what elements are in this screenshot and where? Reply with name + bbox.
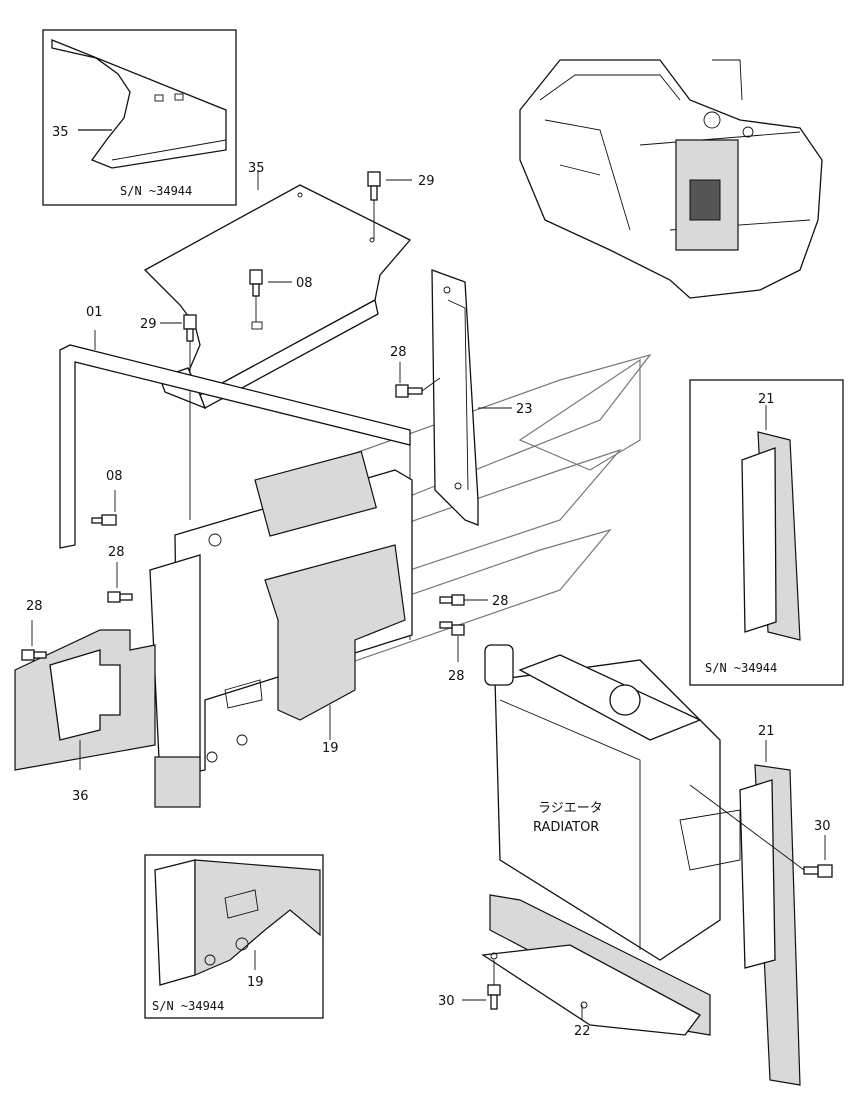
inset-top-part-label: 35	[52, 125, 69, 140]
part-36-seal: 36 28	[14, 599, 156, 804]
excavator-illustration	[519, 59, 823, 299]
inset-top-serial: S/N ~34944	[120, 184, 192, 198]
part-28-label-far-left: 28	[26, 599, 43, 614]
inset-top-left: 35 S/N ~34944	[42, 29, 237, 206]
part-21-label: 21	[758, 724, 775, 739]
part-30-label-bottom: 30	[438, 994, 455, 1009]
part-22-base: 22 30	[438, 894, 711, 1039]
inset-right-serial: S/N ~34944	[705, 661, 777, 675]
part-22-label: 22	[574, 1024, 591, 1039]
part-36-label: 36	[72, 789, 89, 804]
radiator-label-jp: ラジエータ	[538, 801, 603, 816]
radiator-assembly: ラジエータ RADIATOR	[484, 644, 741, 961]
part-21-seal: 21 30	[689, 724, 833, 1086]
part-29-label-left: 29	[140, 317, 157, 332]
part-35-top-cover: 35 29 08 29	[140, 161, 435, 520]
part-23-bracket: 23 28	[390, 269, 533, 526]
radiator-label-en: RADIATOR	[533, 820, 599, 835]
inset-bottom-part-label: 19	[247, 975, 264, 990]
part-28-label-upper: 28	[390, 345, 407, 360]
part-19-label: 19	[322, 741, 339, 756]
part-29-label-top: 29	[418, 174, 435, 189]
part-01-label: 01	[86, 305, 103, 320]
main-panel: 28 28 28 19	[107, 450, 509, 808]
part-30-label-right: 30	[814, 819, 831, 834]
part-08-label-left: 08	[106, 469, 123, 484]
inset-bottom: 19 S/N ~34944	[144, 854, 324, 1019]
part-28-label-lower-right: 28	[448, 669, 465, 684]
part-28-label-right: 28	[492, 594, 509, 609]
inset-right: 21 S/N ~34944	[689, 379, 844, 686]
part-08-label-top: 08	[296, 276, 313, 291]
inset-bottom-serial: S/N ~34944	[152, 999, 224, 1013]
inset-right-part-label: 21	[758, 392, 775, 407]
part-23-label: 23	[516, 402, 533, 417]
part-35-label: 35	[248, 161, 265, 176]
part-28-label-mid: 28	[108, 545, 125, 560]
